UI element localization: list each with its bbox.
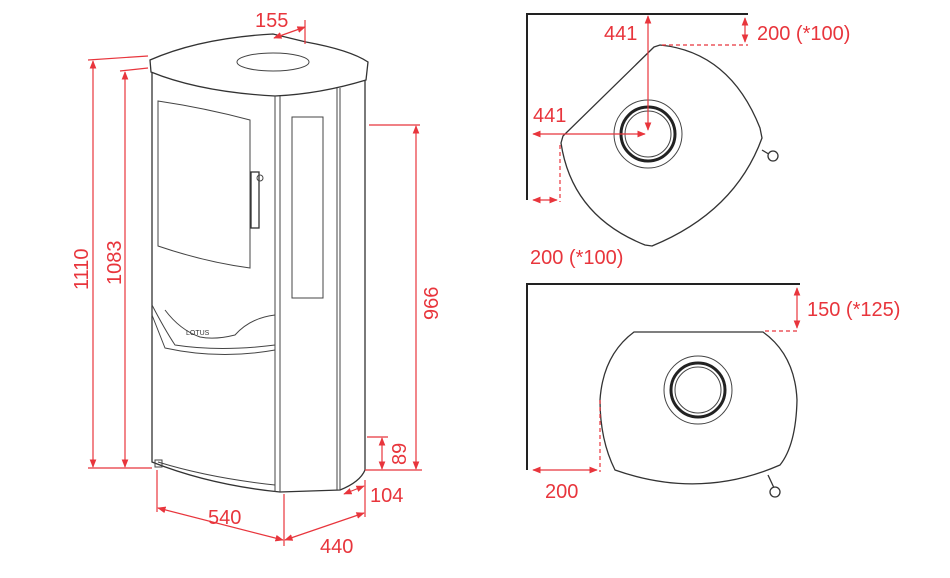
corner-installation-plan: 441 200 (*100) 441 200 (*100) bbox=[526, 13, 850, 269]
stove-top-plate bbox=[149, 33, 369, 97]
dim-side-height: 966 bbox=[421, 287, 443, 320]
dim-air-inlet-height: 89 bbox=[389, 443, 411, 465]
stove-front-view: LOTUS bbox=[149, 33, 369, 493]
dim-flue-height: 1083 bbox=[104, 241, 126, 286]
door-handle bbox=[250, 171, 260, 229]
dim-flue-offset: 155 bbox=[255, 10, 288, 32]
wall-installation-plan: 150 (*125) 200 bbox=[526, 283, 900, 503]
stove-plan-wall bbox=[599, 331, 798, 485]
stove-plan-corner bbox=[560, 44, 763, 247]
door-handle-knob bbox=[256, 174, 264, 182]
plan-walls bbox=[526, 283, 800, 470]
dim-flue-to-back-wall: 441 bbox=[604, 23, 637, 45]
dim-air-inlet-offset: 104 bbox=[370, 485, 403, 507]
door-glass bbox=[157, 100, 251, 269]
dim-corner-back-clearance: 200 (*100) bbox=[757, 23, 850, 45]
side-window bbox=[291, 116, 324, 299]
base-curve bbox=[157, 461, 276, 486]
ash-pan-trim bbox=[151, 304, 276, 349]
air-inlet-pipe-2 bbox=[769, 486, 781, 498]
flue-collar-2 bbox=[663, 355, 733, 425]
flue-ring-2 bbox=[669, 361, 727, 419]
stove-body bbox=[151, 66, 366, 493]
corner-walls bbox=[526, 13, 748, 200]
flue-outlet bbox=[236, 52, 310, 72]
dim-wall-side-clearance: 200 bbox=[545, 481, 578, 503]
dim-depth: 440 bbox=[320, 536, 353, 558]
foot bbox=[154, 459, 163, 468]
dim-flue-to-side-wall: 441 bbox=[533, 105, 566, 127]
ash-door-top bbox=[151, 314, 276, 356]
front-dimensions: 155 1110 1083 966 89 104 540 440 bbox=[71, 10, 443, 558]
dim-total-height: 1110 bbox=[71, 248, 93, 290]
dim-corner-side-clearance: 200 (*100) bbox=[530, 247, 623, 269]
brand-logo: LOTUS bbox=[186, 330, 210, 337]
dim-wall-back-clearance: 150 (*125) bbox=[807, 299, 900, 321]
air-inlet-pipe bbox=[767, 150, 779, 162]
dim-width: 540 bbox=[208, 507, 241, 529]
